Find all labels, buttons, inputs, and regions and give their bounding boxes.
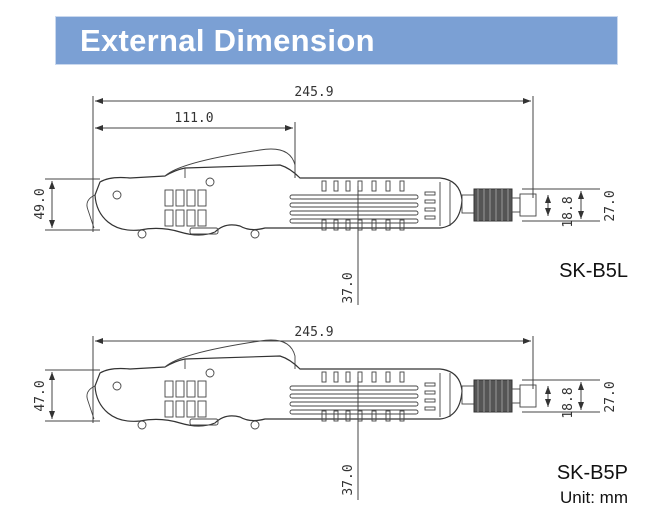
overall-length-label: 245.9 — [294, 325, 333, 340]
unit-label: Unit: mm — [560, 488, 628, 507]
drawing-sk-b5l: 245.9 111.0 49.0 18.8 27.0 37.0 SK-B5L — [33, 85, 628, 305]
section-header: External Dimension — [55, 16, 618, 65]
overall-length-label: 245.9 — [294, 85, 333, 100]
screwdriver-outline — [86, 148, 537, 239]
height-label: 47.0 — [33, 380, 48, 411]
height-label: 49.0 — [33, 188, 48, 219]
plug-outer-label: 27.0 — [603, 381, 618, 412]
plug-inner-label: 18.8 — [561, 196, 576, 227]
center-offset-label: 37.0 — [341, 464, 356, 495]
center-offset-label: 37.0 — [341, 272, 356, 303]
model-name: SK-B5P — [557, 462, 628, 484]
model-name: SK-B5L — [559, 260, 628, 282]
plug-outer-label: 27.0 — [603, 190, 618, 221]
screwdriver-outline — [86, 339, 537, 430]
section-title: External Dimension — [80, 23, 375, 58]
clip-length-label: 111.0 — [174, 111, 213, 126]
drawing-sk-b5p: 245.9 47.0 18.8 27.0 37.0 SK-B5P Unit: m… — [33, 325, 628, 507]
plug-inner-label: 18.8 — [561, 387, 576, 418]
